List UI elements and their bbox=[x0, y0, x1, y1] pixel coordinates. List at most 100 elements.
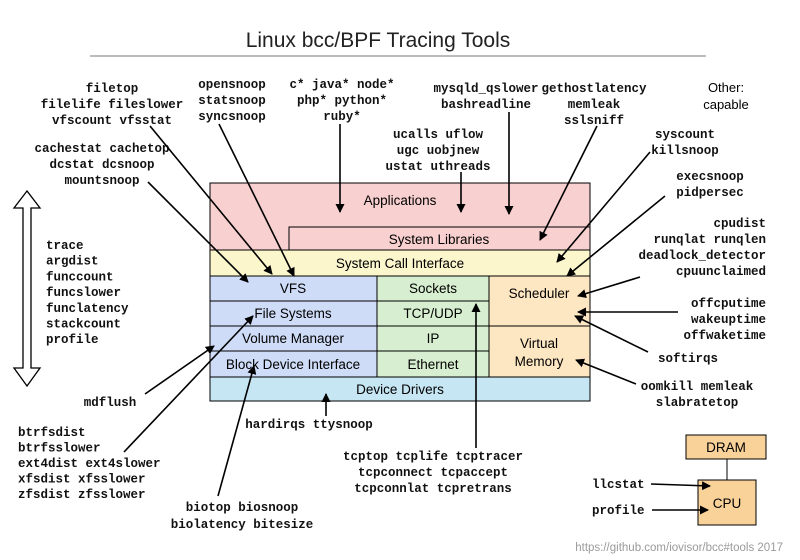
tool-label-line: softirqs bbox=[658, 352, 718, 366]
tool-label-line: zfsdist zfsslower bbox=[18, 488, 146, 502]
tool-label-line: hardirqs ttysnoop bbox=[245, 418, 373, 432]
tool-label-line: offcputime bbox=[691, 297, 766, 311]
tool-label-line: cpudist bbox=[713, 217, 766, 231]
ethernet-label: Ethernet bbox=[407, 357, 458, 372]
tools-biotop-group: biotop biosnoop biolatency bitesize bbox=[171, 501, 314, 532]
sockets-label: Sockets bbox=[409, 281, 457, 296]
block-device-interface-layer bbox=[209, 350, 378, 378]
tool-label-line: funclatency bbox=[46, 302, 129, 316]
tool-label-line: ugc uobjnew bbox=[397, 144, 480, 158]
tool-label-line: Other: bbox=[708, 80, 744, 95]
dram-box bbox=[685, 434, 767, 460]
tools-other-group: Other: capable bbox=[703, 80, 749, 112]
tool-label-line: btrfsdist bbox=[18, 426, 86, 440]
tool-label-line: profile bbox=[46, 333, 99, 347]
tool-label-line: c* java* node* bbox=[289, 78, 394, 92]
cpu-label: CPU bbox=[713, 496, 742, 511]
tool-label-line: ruby* bbox=[323, 110, 361, 124]
tool-label-line: cachestat cachetop bbox=[34, 142, 169, 156]
tools-hardirqs-group: hardirqs ttysnoop bbox=[245, 418, 373, 432]
tool-label-line: offwaketime bbox=[683, 329, 766, 343]
tool-label-line: filetop bbox=[86, 82, 139, 96]
arrow-oomkill-to-virtual-memory bbox=[575, 358, 637, 385]
file-systems-label: File Systems bbox=[254, 306, 332, 321]
tools-offcputime-group: offcputime wakeuptime offwaketime bbox=[683, 297, 766, 343]
arrow-softirqs-to-scheduler bbox=[574, 315, 649, 353]
arrow-biotop-to-block-device bbox=[217, 365, 257, 497]
applications-label: Applications bbox=[364, 193, 437, 208]
tool-label-line: btrfsslower bbox=[18, 442, 101, 456]
device-drivers-layer bbox=[209, 376, 591, 402]
tool-label-line: stackcount bbox=[46, 318, 121, 332]
tool-label-line: mountsnoop bbox=[64, 174, 139, 188]
file-systems-layer bbox=[209, 300, 378, 327]
tool-label-line: llcstat bbox=[592, 478, 645, 492]
tool-label-line: opensnoop bbox=[198, 78, 266, 92]
arrow-llcstat-to-cpu bbox=[650, 481, 711, 491]
scheduler-label: Scheduler bbox=[509, 286, 570, 301]
tool-label-line: funccount bbox=[46, 270, 114, 284]
tool-label-line: argdist bbox=[46, 255, 99, 269]
arrow-gethostlatency-to-libraries bbox=[539, 125, 598, 241]
tool-label-line: slabratetop bbox=[656, 396, 739, 410]
tool-label-line: syscount bbox=[655, 128, 715, 142]
tools-mdflush-group: mdflush bbox=[84, 396, 137, 410]
tool-label-line: vfscount vfsstat bbox=[52, 114, 172, 128]
tool-label-line: xfsdist xfsslower bbox=[18, 473, 146, 487]
ip-layer bbox=[376, 325, 490, 352]
credit-text: https://github.com/iovisor/bcc#tools 201… bbox=[575, 542, 783, 554]
tool-label-line: deadlock_detector bbox=[638, 249, 766, 263]
tool-label-line: biotop biosnoop bbox=[186, 501, 299, 515]
tool-label-line: mysqld_qslower bbox=[433, 82, 538, 96]
tool-label-line: mdflush bbox=[84, 396, 137, 410]
tools-cachestat-group: cachestat cachetop dcstat dcsnoop mountsno… bbox=[34, 142, 169, 188]
diagram-title: Linux bcc/BPF Tracing Tools bbox=[246, 29, 511, 52]
double-arrow-icon bbox=[12, 189, 42, 388]
tool-label-line: memleak bbox=[568, 98, 621, 112]
tools-llcstat-group: llcstat bbox=[592, 478, 645, 492]
scheduler-layer bbox=[488, 275, 591, 327]
tool-label-line: statsnoop bbox=[198, 94, 266, 108]
tool-label-line: wakeuptime bbox=[691, 313, 766, 327]
arrow-syscount-to-syscall bbox=[556, 151, 651, 263]
tool-label-line: execsnoop bbox=[676, 170, 744, 184]
arrow-execsnoop-to-syscall bbox=[566, 195, 666, 277]
tool-label-line: sslsniff bbox=[564, 114, 624, 128]
system-call-interface-label: System Call Interface bbox=[336, 256, 464, 271]
tcp-udp-label: TCP/UDP bbox=[403, 306, 462, 321]
tool-label-line: cpuunclaimed bbox=[676, 265, 766, 279]
tool-label-line: capable bbox=[703, 97, 749, 112]
tool-label-line: biolatency bitesize bbox=[171, 518, 314, 532]
tool-label-line: ustat uthreads bbox=[385, 160, 490, 174]
tools-profile-cpu-group: profile bbox=[592, 504, 645, 518]
tool-label-line: funcslower bbox=[46, 286, 121, 300]
ip-label: IP bbox=[427, 331, 440, 346]
arrow-filetop-to-vfs bbox=[149, 125, 273, 275]
tool-label-line: profile bbox=[592, 504, 645, 518]
vfs-label: VFS bbox=[280, 281, 306, 296]
block-device-interface-label: Block Device Interface bbox=[226, 357, 360, 372]
tool-label-line: runqlat runqlen bbox=[653, 233, 766, 247]
tool-label-line: dcstat dcsnoop bbox=[49, 158, 154, 172]
tool-label-line: tcpconnect tcpaccept bbox=[358, 466, 508, 480]
arrow-cpudist-to-scheduler bbox=[577, 276, 641, 298]
volume-manager-label: Volume Manager bbox=[242, 331, 345, 346]
system-libraries-label: System Libraries bbox=[389, 232, 490, 247]
dram-label: DRAM bbox=[706, 440, 746, 455]
virtual-memory-layer bbox=[488, 325, 591, 378]
tool-label-line: ext4dist ext4slower bbox=[18, 457, 161, 471]
tool-label-line: trace bbox=[46, 239, 84, 253]
arrow-opensnoop-to-syscall bbox=[218, 123, 295, 277]
arrow-mdflush-to-volume-manager bbox=[144, 345, 215, 395]
